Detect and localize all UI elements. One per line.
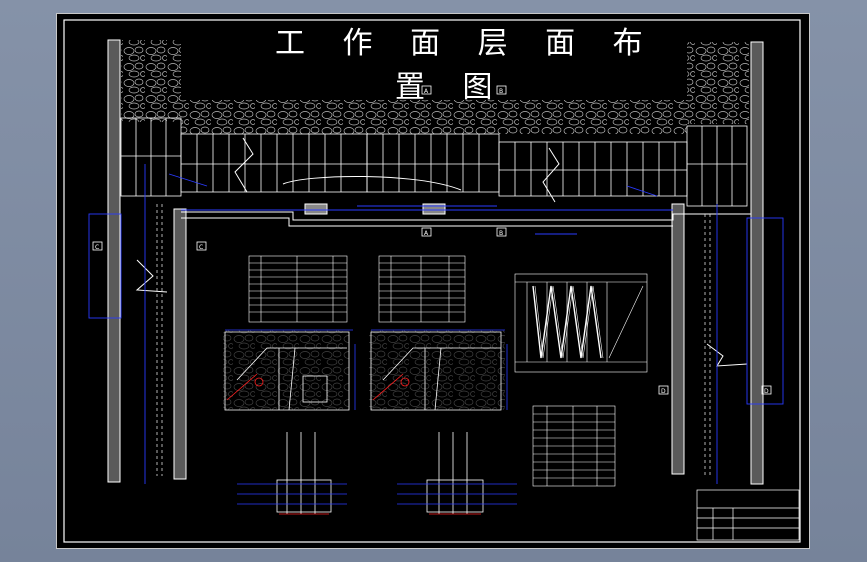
- support-detail-1: [237, 432, 347, 515]
- cad-drawing-canvas: A B A B C C D D: [63, 19, 801, 543]
- gate-road-lines: [156, 204, 711, 476]
- cycle-chart: [514, 273, 648, 373]
- dimension-lines: [88, 164, 784, 484]
- parameter-table-2: [378, 255, 466, 323]
- cross-section-2: [369, 329, 508, 411]
- cross-section-1: [223, 329, 356, 411]
- label-b1: B: [499, 88, 503, 95]
- drawing-title-line1: 工 作 面 层 面 布: [275, 26, 657, 61]
- label-a1: A: [424, 88, 429, 95]
- overburden-rock: [121, 40, 749, 134]
- roadway-walls: [107, 39, 764, 485]
- label-d-left: D: [661, 388, 666, 395]
- drawing-title-line2: 置 图: [395, 70, 507, 105]
- title-block: [696, 489, 800, 541]
- inner-frame: [63, 19, 801, 543]
- support-detail-2: [397, 432, 517, 515]
- hydraulic-supports-left: [120, 117, 500, 197]
- label-b2: B: [499, 230, 503, 237]
- label-c-left: C: [95, 244, 99, 251]
- drawing-sheet: A B A B C C D D: [56, 13, 810, 549]
- label-a2: A: [424, 230, 429, 237]
- section-markers: [92, 85, 772, 395]
- label-d-right: D: [764, 388, 769, 395]
- parameter-table-3: [532, 405, 616, 487]
- label-c-right: C: [199, 244, 203, 251]
- hydraulic-supports-right: [498, 125, 748, 207]
- parameter-table-1: [248, 255, 348, 323]
